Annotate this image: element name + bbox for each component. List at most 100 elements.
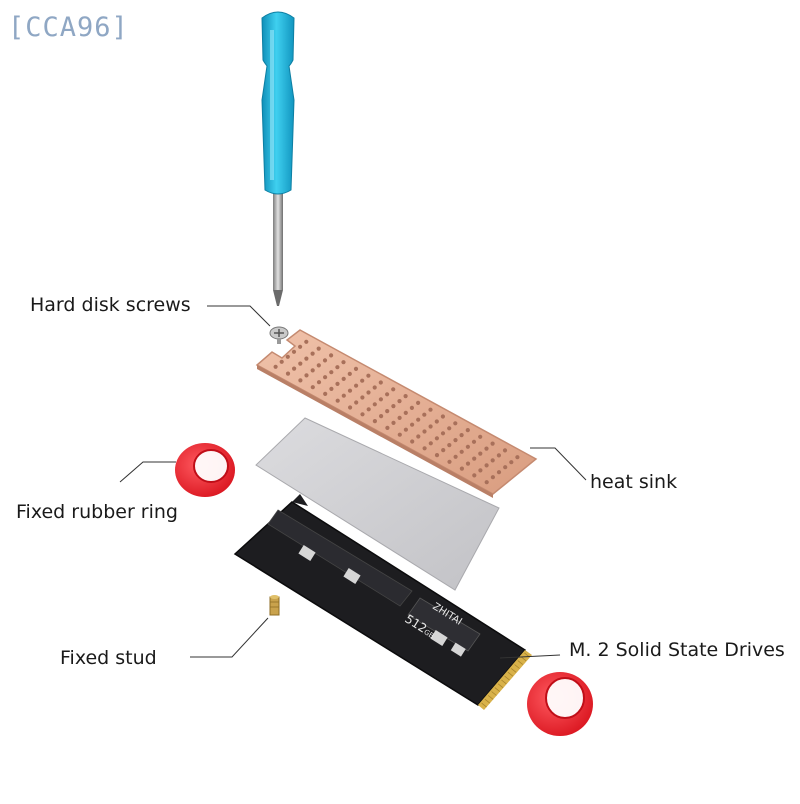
gold-pin	[514, 664, 520, 669]
heat-sink-hole	[279, 359, 284, 364]
leader-ssd	[499, 654, 561, 659]
watermark-logo: [CCA96]	[8, 12, 129, 43]
heat-sink-hole	[366, 407, 371, 412]
heat-sink-hole	[440, 431, 446, 436]
heat-sink-hole	[372, 385, 377, 390]
heat-sink-hole	[422, 412, 427, 417]
label-heat-sink: heat sink	[590, 471, 678, 493]
heat-sink-hole	[515, 455, 520, 460]
heat-sink-hole	[354, 383, 359, 388]
label-hard-disk-screws: Hard disk screws	[30, 294, 191, 316]
label-m2-ssd: M. 2 Solid State Drives	[569, 639, 785, 661]
leader-screws	[207, 305, 271, 327]
heat-sink-hole	[298, 361, 303, 366]
heat-sink-hole	[292, 366, 297, 371]
heat-sink-hole	[304, 356, 309, 361]
heat-sink-hole	[304, 373, 309, 378]
label-fixed-rubber-ring: Fixed rubber ring	[16, 501, 178, 523]
heat-sink-plate	[255, 329, 538, 498]
leader-rubber-ring	[119, 461, 176, 483]
heat-sink-hole	[472, 456, 477, 461]
heat-sink-hole	[453, 454, 458, 459]
heat-sink-hole	[316, 346, 321, 351]
heat-sink-hole	[465, 461, 471, 466]
heat-sink-hole	[304, 339, 309, 344]
heat-sink-hole	[372, 419, 377, 424]
heat-sink-hole	[366, 390, 371, 395]
m2-ssd-board: ZHITAI 512GB	[233, 494, 532, 710]
heat-sink-hole	[465, 428, 470, 433]
heat-sink-hole	[459, 449, 464, 454]
gold-pin	[491, 691, 497, 696]
heat-sink-hole	[391, 387, 396, 392]
heat-sink-hole	[478, 434, 483, 439]
heat-sink-hole	[353, 366, 359, 371]
heat-sink-hole	[440, 414, 445, 419]
heat-sink-hole	[434, 453, 440, 458]
heat-sink-hole	[428, 407, 433, 412]
heat-sink-hole	[322, 358, 328, 363]
gold-pin	[517, 660, 524, 665]
heat-sink-hole	[459, 466, 464, 471]
heat-sink-hole	[291, 349, 297, 354]
heat-sink-hole	[397, 432, 402, 437]
heat-sink-hole	[484, 446, 489, 451]
heat-sink-hole	[416, 434, 421, 439]
screw-icon	[269, 326, 289, 344]
heat-sink-hole	[285, 354, 290, 359]
heat-sink-hole	[329, 370, 334, 375]
heat-sink-hole	[335, 398, 340, 403]
heat-sink-hole	[441, 448, 446, 453]
heat-sink-hole	[385, 425, 390, 430]
heat-sink-hole	[472, 473, 477, 478]
heat-sink-hole	[378, 380, 383, 385]
heat-sink-hole	[360, 395, 365, 400]
heat-sink-hole	[484, 480, 489, 485]
heat-sink-hole	[484, 463, 489, 468]
heat-sink-hole	[348, 405, 353, 410]
heat-sink-hole	[416, 400, 421, 405]
heat-sink-hole	[329, 386, 334, 391]
heat-sink-hole	[298, 344, 303, 349]
heat-sink-hole	[341, 360, 346, 365]
rubber-ring-right-icon	[527, 672, 593, 736]
heat-sink-hole	[490, 441, 495, 446]
heat-sink-hole	[347, 388, 353, 393]
leader-heat-sink	[530, 447, 587, 481]
gold-pin	[484, 698, 491, 704]
heat-sink-hole	[310, 351, 315, 356]
heat-sink-hole	[422, 429, 427, 434]
gold-pin	[501, 679, 507, 685]
heat-sink-hole	[316, 380, 322, 385]
gold-pin	[497, 683, 504, 689]
heat-sink-hole	[391, 420, 396, 425]
heat-sink-hole	[341, 393, 346, 398]
heat-sink-hole	[391, 404, 396, 409]
heat-sink-hole	[335, 381, 340, 386]
heat-sink-hole	[354, 400, 359, 405]
heat-sink-hole	[478, 451, 483, 456]
heat-sink-hole	[409, 405, 414, 410]
gold-pin	[494, 687, 501, 692]
heat-sink-hole	[378, 397, 383, 402]
heat-sink-hole	[453, 421, 458, 426]
heat-sink-hole	[428, 441, 433, 446]
heat-sink-hole	[298, 378, 303, 383]
gold-pin	[481, 702, 487, 708]
heat-sink-hole	[323, 375, 328, 380]
heat-sink-hole	[447, 443, 452, 448]
heat-sink-hole	[323, 391, 328, 396]
heat-sink-hole	[447, 426, 452, 431]
heat-sink-hole	[471, 439, 477, 444]
heat-sink-hole	[416, 417, 421, 422]
screwdriver-icon	[261, 11, 295, 306]
heat-sink-hole	[341, 376, 346, 381]
heat-sink-hole	[465, 444, 470, 449]
heat-sink-hole	[285, 371, 291, 376]
heat-sink-hole	[434, 419, 439, 424]
heat-sink-hole	[403, 410, 408, 415]
fixed-stud-icon	[269, 595, 280, 616]
heat-sink-hole	[447, 459, 452, 464]
